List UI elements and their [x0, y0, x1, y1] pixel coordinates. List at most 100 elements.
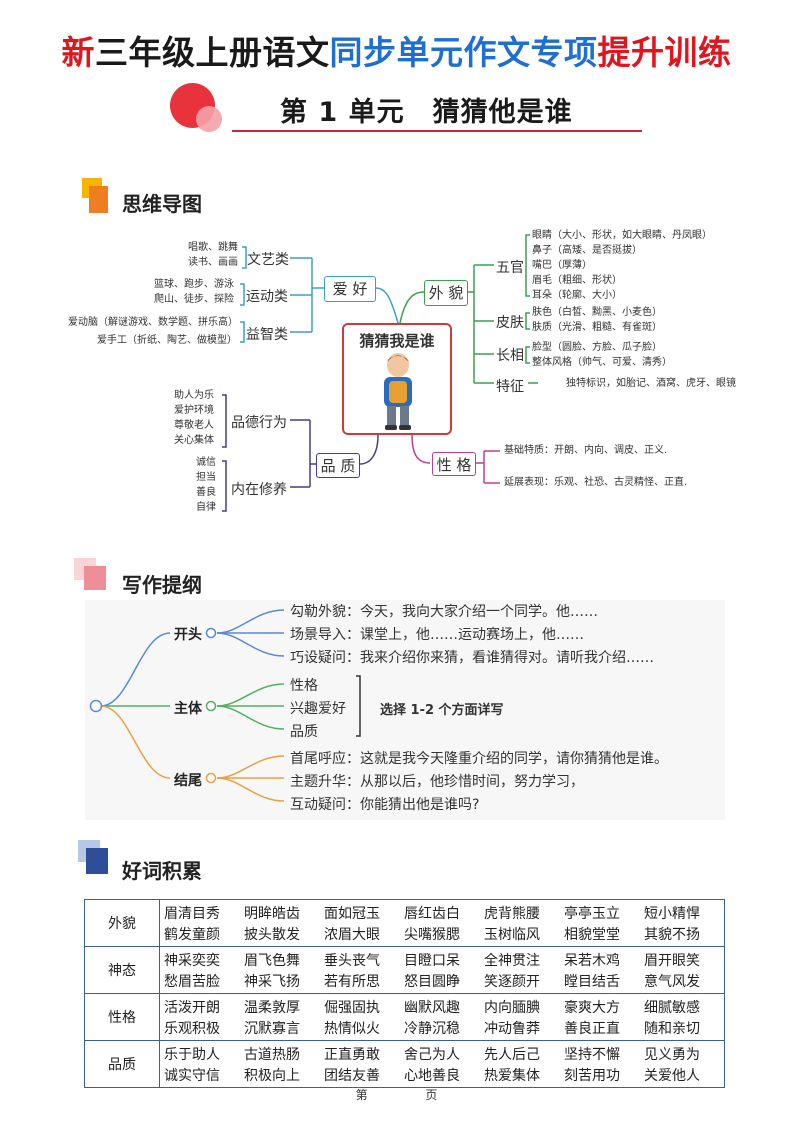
word: 随和亲切: [644, 1020, 700, 1037]
section-title-mindmap: 思维导图: [122, 192, 202, 216]
word: 浓眉大眼: [324, 926, 380, 943]
word: 热爱集体: [484, 1067, 540, 1084]
word: 冷静沉稳: [404, 1020, 460, 1037]
page-title: 新三年级上册语文同步单元作文专项提升训练: [0, 26, 793, 74]
section-marker-words-2: [86, 848, 108, 874]
hobby-item: 篮球、跑步、游泳: [154, 279, 234, 290]
section-marker-mindmap-2: [89, 186, 108, 213]
word: 倔强固执: [324, 999, 380, 1016]
word: 幽默风趣: [404, 999, 460, 1016]
title-part-1: 新: [61, 33, 95, 72]
word-list: 神采奕奕眉飞色舞垂头丧气目瞪口呆全神贯注呆若木鸡眉开眼笑 愁眉苦脸神采飞扬若有所…: [159, 946, 725, 994]
personality-item: 延展表现：乐观、社恐、古灵精怪、正直.: [504, 477, 688, 488]
word: 相貌堂堂: [564, 926, 620, 943]
word: 愁眉苦脸: [164, 973, 220, 990]
word: 乐于助人: [164, 1046, 220, 1063]
appearance-item: 鼻子（高矮、是否挺拔）: [532, 245, 642, 256]
word: 冲动鲁莽: [484, 1020, 540, 1037]
word-category: 品质: [84, 1040, 160, 1088]
word: 豪爽大方: [564, 999, 620, 1016]
word: 眉飞色舞: [244, 952, 300, 969]
word: 玉树临风: [484, 926, 540, 943]
quality-item: 诚信: [196, 457, 216, 468]
quality-item: 自律: [196, 502, 216, 513]
personality-item: 基础特质：开朗、内向、调皮、正义.: [504, 445, 668, 456]
word: 明眸皓齿: [244, 905, 300, 922]
word: 善良正直: [564, 1020, 620, 1037]
word: 全神贯注: [484, 952, 540, 969]
word: 意气风发: [644, 973, 700, 990]
outline-opening-label: 开头: [174, 627, 202, 643]
appearance-item: 整体风格（帅气、可爱、清秀）: [532, 357, 672, 368]
table-row: 品质 乐于助人古道热肠正直勇敢舍己为人先人后己坚持不懈见义勇为 诚实守信积极向上…: [84, 1040, 725, 1088]
hobby-category-puzzle: 益智类: [246, 327, 288, 343]
section-title-outline: 写作提纲: [122, 573, 202, 597]
appearance-item: 脸型（圆脸、方脸、瓜子脸）: [532, 342, 662, 353]
word: 刻苦用功: [564, 1067, 620, 1084]
outline-ending-item: 首尾呼应：这就是我今天隆重介绍的同学，请你猜猜他是谁。: [290, 751, 668, 767]
word: 其貌不扬: [644, 926, 700, 943]
word: 舍己为人: [404, 1046, 460, 1063]
word: 积极向上: [244, 1067, 300, 1084]
branch-hobby: 爱 好: [324, 276, 376, 302]
quality-category-inner: 内在修养: [231, 482, 287, 498]
word-category: 外貌: [84, 899, 160, 947]
branch-quality: 品 质: [316, 453, 360, 478]
appearance-item: 肤质（光滑、粗糙、有雀斑）: [532, 322, 662, 333]
word: 垂头丧气: [324, 952, 380, 969]
hobby-item: 爱手工（折纸、陶艺、做模型）: [97, 335, 237, 346]
word: 细腻敏感: [644, 999, 700, 1016]
appearance-item: 眉毛（粗细、形状）: [532, 275, 622, 286]
quality-category-morals: 品德行为: [231, 415, 287, 431]
word: 怒目圆睁: [404, 973, 460, 990]
footer-left: 第: [355, 1088, 368, 1102]
section-title-words: 好词积累: [122, 859, 202, 883]
unit-underline: [232, 130, 642, 132]
branch-appearance: 外 貌: [424, 280, 468, 306]
word-category: 神态: [84, 946, 160, 994]
word: 鹤发童颜: [164, 926, 220, 943]
outline-body-item: 品质: [290, 724, 318, 740]
word: 目瞪口呆: [404, 952, 460, 969]
quality-item: 爱护环境: [174, 405, 214, 416]
unit-title: 第 1 单元 猜猜他是谁: [280, 97, 573, 128]
hobby-item: 读书、画画: [188, 257, 238, 268]
word: 短小精悍: [644, 905, 700, 922]
good-words-table: 外貌 眉清目秀 明眸皓齿 面如冠玉 唇红齿白 虎背熊腰 亭亭玉立 短小精悍 鹤发童颜 披头散发…: [84, 899, 725, 1088]
word: 眉开眼笑: [644, 952, 700, 969]
decor-circle-pink: [196, 106, 222, 132]
word: 亭亭玉立: [564, 905, 620, 922]
word: 若有所思: [324, 973, 380, 990]
word: 活泼开朗: [164, 999, 220, 1016]
appearance-item: 嘴巴（厚薄）: [532, 260, 592, 271]
outline-ending-label: 结尾: [174, 773, 202, 789]
word: 面如冠玉: [324, 905, 380, 922]
mindmap-center: 猜猜我是谁: [342, 323, 452, 435]
appearance-category-marks: 特征: [496, 379, 524, 395]
word: 古道热肠: [244, 1046, 300, 1063]
hobby-item: 爬山、徒步、探险: [154, 294, 234, 305]
word: 尖嘴猴腮: [404, 926, 460, 943]
word: 眉清目秀: [164, 905, 220, 922]
outline-opening-item: 巧设疑问：我来介绍你来猜，看谁猜得对。请听我介绍……: [290, 650, 654, 666]
word: 披头散发: [244, 926, 300, 943]
hobby-category-arts: 文艺类: [247, 252, 289, 268]
word: 瞠目结舌: [564, 973, 620, 990]
word: 乐观积极: [164, 1020, 220, 1037]
word-list: 乐于助人古道热肠正直勇敢舍己为人先人后己坚持不懈见义勇为 诚实守信积极向上团结友…: [159, 1040, 725, 1088]
appearance-item: 眼睛（大小、形状，如大眼睛、丹凤眼）: [532, 230, 712, 241]
outline-body-note: 选择 1-2 个方面详写: [380, 703, 504, 718]
appearance-category-features: 五官: [496, 260, 524, 276]
title-part-2: 三年级上册语文: [95, 33, 330, 72]
quality-item: 关心集体: [174, 435, 214, 446]
appearance-item: 肤色（白皙、黝黑、小麦色）: [532, 307, 662, 318]
word: 关爱他人: [644, 1067, 700, 1084]
page-footer: 第 页: [0, 1086, 793, 1103]
section-marker-outline-2: [84, 566, 106, 590]
outline-panel: [85, 600, 725, 820]
word-list: 活泼开朗温柔敦厚倔强固执幽默风趣内向腼腆豪爽大方细腻敏感 乐观积极沉默寡言热情似…: [159, 993, 725, 1041]
table-row: 神态 神采奕奕眉飞色舞垂头丧气目瞪口呆全神贯注呆若木鸡眉开眼笑 愁眉苦脸神采飞扬…: [84, 946, 725, 994]
word: 见义勇为: [644, 1046, 700, 1063]
word: 唇红齿白: [404, 905, 460, 922]
word: 虎背熊腰: [484, 905, 540, 922]
